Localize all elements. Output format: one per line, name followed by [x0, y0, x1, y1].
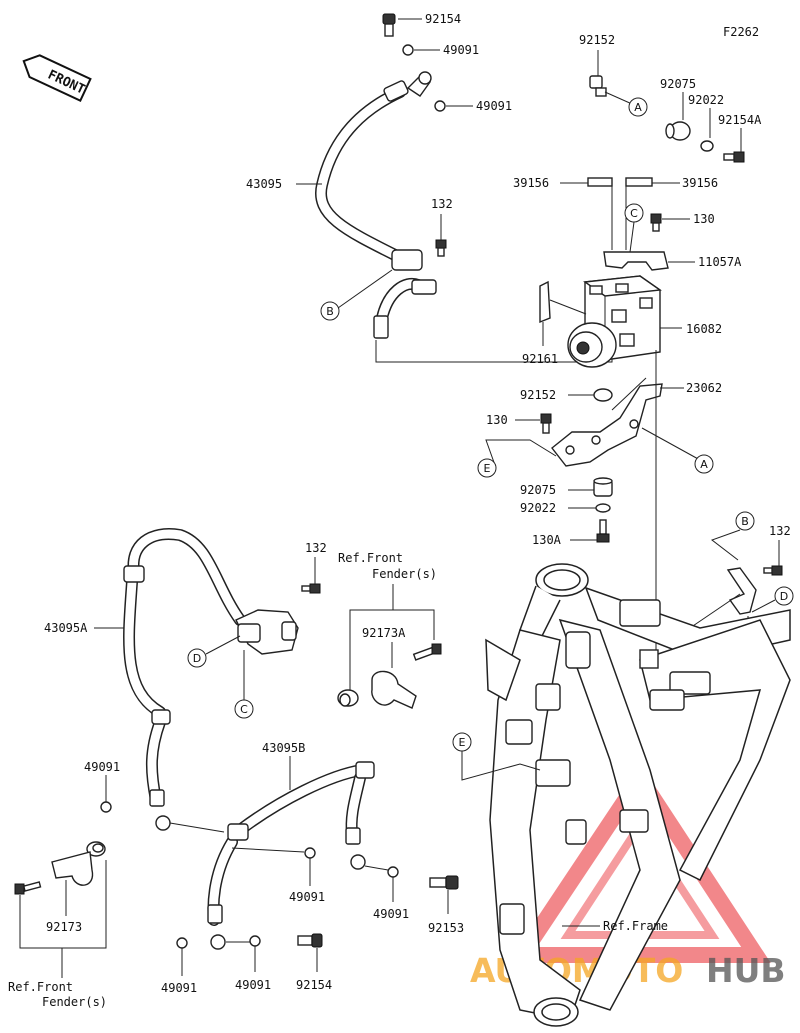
- label-49091-c: 49091: [84, 760, 120, 774]
- label-sticker-39156-right: [625, 177, 653, 187]
- washer-49091-e: [387, 866, 399, 878]
- bolt-132-a: [435, 239, 447, 257]
- brake-hose-43095: [315, 71, 437, 339]
- callout-c-left-letter: C: [240, 703, 248, 716]
- clamp-92173A: [337, 643, 442, 709]
- motorcycle-frame: [485, 563, 791, 1027]
- label-49091-a: 49091: [443, 43, 479, 57]
- callout-e-bottom-letter: E: [459, 736, 466, 749]
- washer-49091-f: [176, 937, 188, 949]
- label-132-a: 132: [431, 197, 453, 211]
- label-49091-b: 49091: [476, 99, 512, 113]
- label-130-mid: 130: [486, 413, 508, 427]
- collar-92022-mid: [595, 503, 611, 513]
- bolt-92152-mid: [593, 388, 613, 402]
- abs-hydraulic-unit-16082: [567, 275, 662, 368]
- clamp-11057: [726, 567, 757, 615]
- washer-49091-c: [100, 801, 112, 813]
- bolt-92152-top: [589, 75, 607, 97]
- bracket-11057A: [603, 251, 669, 271]
- bolt-132-b: [301, 583, 321, 594]
- label-49091-g: 49091: [235, 978, 271, 992]
- washer-49091-d: [304, 847, 316, 859]
- clamp-92173: [14, 841, 106, 895]
- label-92075-mid: 92075: [520, 483, 556, 497]
- label-130-top: 130: [693, 212, 715, 226]
- callout-a-mid: [694, 454, 714, 474]
- grommet-92075-mid: [593, 477, 613, 497]
- ref-frame-label: Ref.Frame: [603, 919, 668, 933]
- washer-49091-g: [249, 935, 261, 947]
- callout-d-left-letter: D: [193, 652, 201, 665]
- brake-hose-43095B: [207, 761, 375, 950]
- label-43095A: 43095A: [44, 621, 88, 635]
- label-92173: 92173: [46, 920, 82, 934]
- label-39156-left: 39156: [513, 176, 549, 190]
- washer-49091-a: [402, 44, 414, 56]
- label-23062: 23062: [686, 381, 722, 395]
- ref-front-fender-top-line1: Ref.Front: [338, 551, 403, 565]
- label-43095B: 43095B: [262, 741, 305, 755]
- callout-a-mid-letter: A: [700, 458, 708, 471]
- front-arrow-badge: FRONT: [22, 54, 92, 103]
- label-43095: 43095: [246, 177, 282, 191]
- label-92154-top: 92154: [425, 12, 461, 26]
- label-49091-f: 49091: [161, 981, 197, 995]
- label-92152-top: 92152: [579, 33, 615, 47]
- bolt-130-mid: [540, 413, 552, 434]
- label-92152-mid: 92152: [520, 388, 556, 402]
- callout-b-top-letter: B: [326, 305, 334, 318]
- callout-d-right: [774, 586, 794, 606]
- callout-b-right-letter: B: [741, 515, 749, 528]
- callout-e-top: [477, 458, 497, 478]
- ref-front-fender-top-line2: Fender(s): [372, 567, 437, 581]
- washer-49091-b: [434, 100, 446, 112]
- collar-92022-top: [700, 140, 714, 152]
- callout-b-right: [735, 511, 755, 531]
- callout-b-top: [320, 301, 340, 321]
- label-49091-d: 49091: [289, 890, 325, 904]
- label-130A: 130A: [532, 533, 562, 547]
- bolt-92154-bottom: [297, 933, 323, 948]
- label-92022-mid: 92022: [520, 501, 556, 515]
- label-92154A: 92154A: [718, 113, 762, 127]
- label-92154-bottom: 92154: [296, 978, 332, 992]
- figure-code: F2262: [723, 25, 759, 39]
- grommet-92075-top: [665, 121, 691, 141]
- bolt-92153: [429, 875, 459, 890]
- bolt-92154A: [723, 151, 745, 163]
- damper-92161: [539, 280, 551, 324]
- bolt-132-c: [763, 565, 783, 576]
- label-39156-right: 39156: [682, 176, 718, 190]
- callout-a-top-letter: A: [634, 101, 642, 114]
- watermark-text-hub: HUB: [706, 951, 786, 990]
- label-sticker-39156-left: [587, 177, 613, 187]
- callout-a-top: [628, 97, 648, 117]
- brake-hose-43095A: [123, 528, 299, 831]
- label-132-b: 132: [305, 541, 327, 555]
- label-132-c: 132: [769, 524, 791, 538]
- ref-front-fender-bottom-line1: Ref.Front: [8, 980, 73, 994]
- label-92161: 92161: [522, 352, 558, 366]
- ref-front-fender-bottom-line2: Fender(s): [42, 995, 107, 1009]
- label-92075-top: 92075: [660, 77, 696, 91]
- label-92153: 92153: [428, 921, 464, 935]
- label-92022-top: 92022: [688, 93, 724, 107]
- label-11057A: 11057A: [698, 255, 742, 269]
- label-16082: 16082: [686, 322, 722, 336]
- bolt-130-top: [650, 213, 662, 232]
- callout-d-left: [187, 648, 207, 668]
- bolt-92154-top: [382, 13, 396, 37]
- callout-e-top-letter: E: [484, 462, 491, 475]
- bracket-23062: [551, 383, 663, 467]
- bolt-130A: [596, 519, 610, 543]
- label-49091-e: 49091: [373, 907, 409, 921]
- label-92173A: 92173A: [362, 626, 406, 640]
- callout-d-right-letter: D: [780, 590, 788, 603]
- callout-c-top-letter: C: [630, 207, 638, 220]
